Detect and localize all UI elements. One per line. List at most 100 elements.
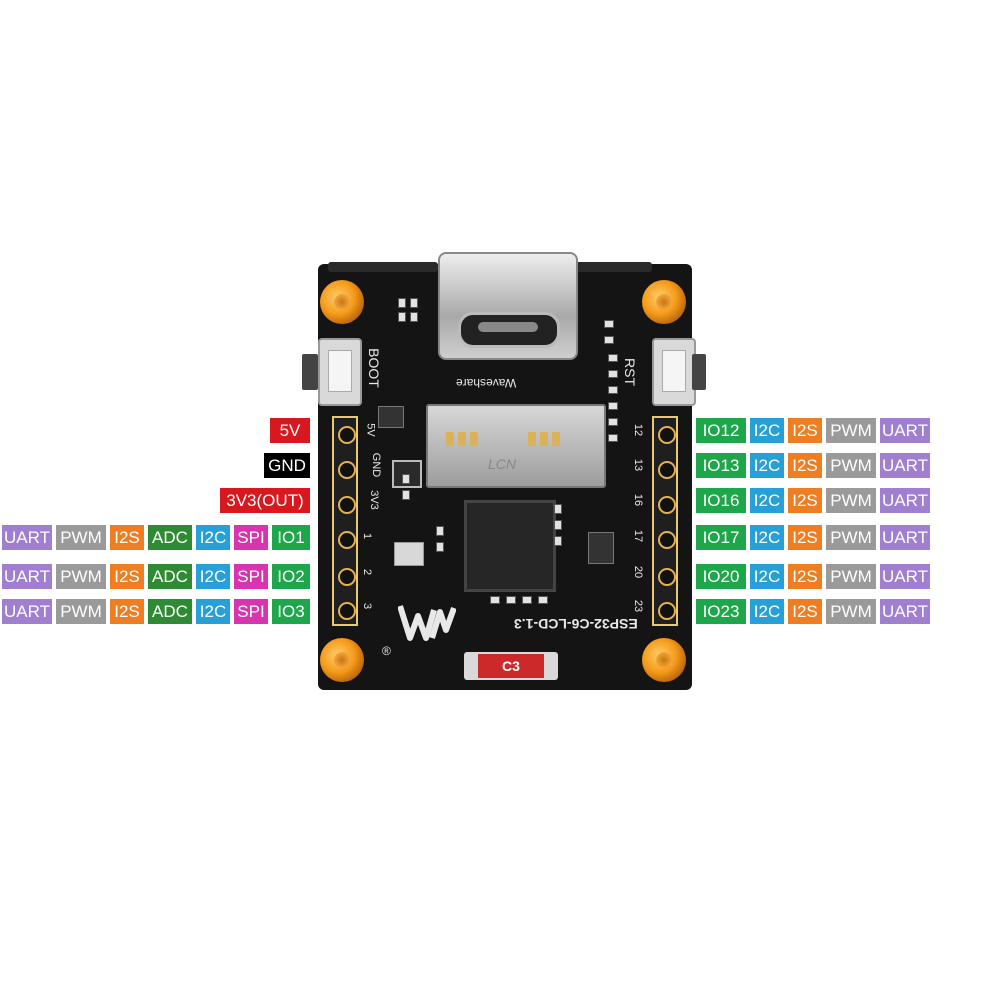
smd-pad <box>490 596 500 604</box>
microsd-contact <box>470 432 478 446</box>
pin-label-pwm: PWM <box>826 564 876 589</box>
esp32-c6-lcd-board: Waveshare BOOT RST LCN <box>302 252 706 690</box>
header-pin[interactable] <box>338 426 356 444</box>
pin-label-pwm: PWM <box>826 418 876 443</box>
pin-label-io17: IO17 <box>696 525 746 550</box>
pin-label-i2c: I2C <box>196 564 230 589</box>
pin-label-i2c: I2C <box>750 418 784 443</box>
smd-pad <box>608 418 618 426</box>
pin-label-i2c: I2C <box>750 564 784 589</box>
header-pin[interactable] <box>658 602 676 620</box>
model-silkscreen: ESP32-C6-LCD-1.3 <box>514 616 638 632</box>
pin-label-uart: UART <box>880 564 930 589</box>
microsd-mark: LCN <box>488 456 517 472</box>
header-pin[interactable] <box>658 568 676 586</box>
boot-button-cap <box>328 350 352 392</box>
left-pin-header <box>332 416 358 626</box>
header-pin[interactable] <box>338 531 356 549</box>
pin-silkscreen-text: 2 <box>361 568 374 576</box>
board-top-notch <box>572 262 652 272</box>
microsd-contact <box>458 432 466 446</box>
pin-label-uart: UART <box>2 564 52 589</box>
header-pin[interactable] <box>338 568 356 586</box>
waveshare-logo <box>398 605 456 641</box>
pin-label-pwm: PWM <box>826 525 876 550</box>
pin-label-adc: ADC <box>148 525 192 550</box>
reset-button[interactable] <box>652 338 696 406</box>
pin-label-uart: UART <box>880 418 930 443</box>
header-pin[interactable] <box>338 461 356 479</box>
mounting-hole <box>320 638 364 682</box>
pin-label-pwm: PWM <box>826 453 876 478</box>
pin-label-i2s: I2S <box>788 418 822 443</box>
mounting-hole <box>642 638 686 682</box>
pin-label-uart: UART <box>880 525 930 550</box>
pin-label-uart: UART <box>880 453 930 478</box>
boot-silkscreen: BOOT <box>365 348 382 388</box>
header-pin[interactable] <box>658 461 676 479</box>
pin-label-spi: SPI <box>234 525 268 550</box>
pin-label-pwm: PWM <box>826 599 876 624</box>
pin-silkscreen-text: 3V3 <box>367 490 380 510</box>
pin-silkscreen-text: 20 <box>632 565 645 579</box>
pin-label-pwm: PWM <box>826 488 876 513</box>
smd-pad <box>398 298 406 308</box>
pin-label-pwm: PWM <box>56 525 106 550</box>
smd-pad <box>538 596 548 604</box>
pin-label-i2c: I2C <box>750 599 784 624</box>
header-pin[interactable] <box>658 496 676 514</box>
reset-button-actuator[interactable] <box>692 354 706 390</box>
pin-label-i2c: I2C <box>750 525 784 550</box>
microsd-contact <box>552 432 560 446</box>
pin-label-uart: UART <box>880 599 930 624</box>
pin-label-i2c: I2C <box>196 525 230 550</box>
microsd-slot[interactable]: LCN <box>426 404 606 488</box>
mounting-hole <box>320 280 364 324</box>
pin-label-io3: IO3 <box>272 599 310 624</box>
microsd-contact <box>540 432 548 446</box>
pin-label-io13: IO13 <box>696 453 746 478</box>
smd-pad <box>410 298 418 308</box>
usb-c-connector[interactable] <box>438 252 578 360</box>
pin-label-uart: UART <box>880 488 930 513</box>
pin-silkscreen-text: GND <box>370 452 383 478</box>
smd-pad <box>604 336 614 344</box>
pin-silkscreen-text: 17 <box>632 529 645 543</box>
smd-pad <box>506 596 516 604</box>
pin-label-io2: IO2 <box>272 564 310 589</box>
pin-label-spi: SPI <box>234 599 268 624</box>
pin-silkscreen-text: 3 <box>361 602 374 610</box>
pin-label-i2s: I2S <box>110 599 144 624</box>
esp32-c6-chip <box>464 500 556 592</box>
pin-label-uart: UART <box>2 525 52 550</box>
smd-pad <box>604 320 614 328</box>
pin-label-io12: IO12 <box>696 418 746 443</box>
c3-chip: C3 <box>464 652 558 680</box>
microsd-contact <box>446 432 454 446</box>
pin-label-adc: ADC <box>148 564 192 589</box>
smd-pad <box>554 536 562 546</box>
rst-silkscreen: RST <box>622 358 638 386</box>
smd-pad <box>402 490 410 500</box>
pin-label-i2s: I2S <box>110 525 144 550</box>
header-pin[interactable] <box>658 531 676 549</box>
smd-regulator <box>378 406 404 428</box>
smd-pad <box>554 504 562 514</box>
pin-label-i2s: I2S <box>788 599 822 624</box>
header-pin[interactable] <box>338 602 356 620</box>
registered-mark-icon: ® <box>382 644 391 658</box>
pin-silkscreen-text: 5V <box>364 423 377 437</box>
header-pin[interactable] <box>338 496 356 514</box>
smd-pad <box>608 402 618 410</box>
pin-label-pwm: PWM <box>56 564 106 589</box>
boot-button-actuator[interactable] <box>302 354 318 390</box>
boot-button[interactable] <box>318 338 362 406</box>
pin-label-i2c: I2C <box>750 453 784 478</box>
microsd-contact <box>528 432 536 446</box>
pin-label-i2s: I2S <box>788 525 822 550</box>
smd-pad <box>436 542 444 552</box>
pin-label-io20: IO20 <box>696 564 746 589</box>
pin-label-io1: IO1 <box>272 525 310 550</box>
header-pin[interactable] <box>658 426 676 444</box>
pin-label-i2c: I2C <box>196 599 230 624</box>
